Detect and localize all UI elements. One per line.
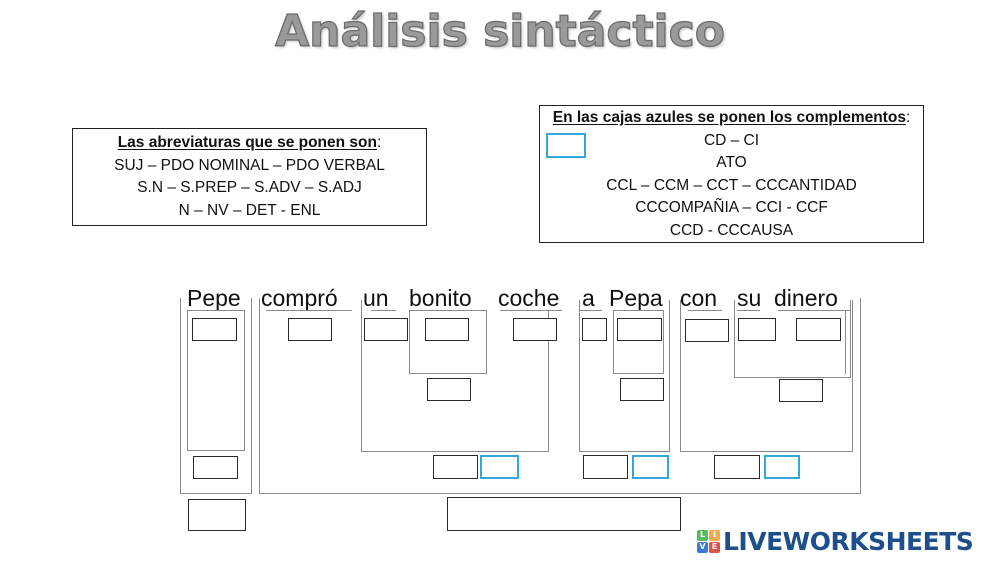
subject-outer-bracket xyxy=(180,298,252,494)
word-coche: coche xyxy=(498,285,560,311)
complements-box: En las cajas azules se ponen los complem… xyxy=(539,105,924,243)
answer-box-pepa[interactable] xyxy=(617,318,662,341)
word-a: a xyxy=(582,285,595,311)
answer-box-subject-sn[interactable] xyxy=(193,456,238,479)
answer-box-sadj-bonito[interactable] xyxy=(427,378,471,401)
underline-a xyxy=(580,310,602,311)
answer-box-dinero[interactable] xyxy=(796,318,841,341)
abbreviations-line: S.N – S.PREP – S.ADV – S.ADJ xyxy=(137,179,362,196)
complement-box-sprep-a-pepa[interactable] xyxy=(632,455,669,479)
answer-box-a[interactable] xyxy=(582,318,607,341)
complements-line: ATO xyxy=(716,154,747,171)
sn-pepa-bracket xyxy=(613,310,664,374)
liveworksheets-logo: L I V E LIVEWORKSHEETS xyxy=(697,526,974,556)
underline-compro xyxy=(266,310,352,311)
abbreviations-line: SUJ – PDO NOMINAL – PDO VERBAL xyxy=(114,156,385,174)
sprep-a-pepa-bracket xyxy=(579,300,670,452)
word-un: un xyxy=(363,285,389,311)
answer-box-pepe[interactable] xyxy=(192,318,237,341)
complement-box-sprep-con[interactable] xyxy=(764,455,800,479)
abbreviations-box: Las abreviaturas que se ponen son: SUJ –… xyxy=(72,128,427,226)
complements-line: CCL – CCM – CCT – CCCANTIDAD xyxy=(606,176,857,194)
subject-sn-bracket xyxy=(187,310,245,451)
live-tiles-icon: L I V E xyxy=(697,529,720,553)
tile-l: L xyxy=(697,529,708,541)
complements-line: CCCOMPAÑIA – CCI - CCF xyxy=(635,199,828,216)
complement-box-sn-coche[interactable] xyxy=(480,455,519,479)
answer-box-sn-coche[interactable] xyxy=(433,455,478,479)
answer-box-sn-su-dinero[interactable] xyxy=(779,379,823,402)
logo-text: LIVEWORKSHEETS xyxy=(723,526,974,556)
word-dinero: dinero xyxy=(774,285,838,311)
blue-sample-box xyxy=(546,133,586,158)
word-pepe: Pepe xyxy=(187,285,241,311)
underline-coche xyxy=(500,310,562,311)
word-bonito: bonito xyxy=(409,285,472,311)
word-su: su xyxy=(737,285,762,311)
answer-box-con[interactable] xyxy=(685,319,729,342)
underline-con xyxy=(688,310,722,311)
underline-dinero xyxy=(778,310,850,311)
answer-box-sn-pepa[interactable] xyxy=(620,378,664,401)
sadj-bonito-bracket xyxy=(409,310,487,374)
answer-box-un[interactable] xyxy=(364,318,408,341)
word-con: con xyxy=(680,285,718,311)
sn-su-dinero-inner-line xyxy=(845,310,846,374)
sn-su-dinero-bracket xyxy=(734,300,851,378)
tile-v: V xyxy=(697,541,708,553)
page-title: Análisis sintáctico xyxy=(274,5,725,57)
tile-i: I xyxy=(709,529,720,541)
complements-heading: En las cajas azules se ponen los complem… xyxy=(552,109,911,126)
sn-coche-bracket xyxy=(361,310,549,452)
word-compro: compró xyxy=(261,285,338,311)
abbreviations-line: N – NV – DET - ENL xyxy=(178,201,321,219)
answer-box-su[interactable] xyxy=(738,318,776,341)
answer-box-compro[interactable] xyxy=(288,318,332,341)
answer-box-subject[interactable] xyxy=(188,499,246,531)
complements-line: CD – CI xyxy=(703,131,760,149)
complements-line: CCD - CCCAUSA xyxy=(669,221,794,239)
abbreviations-heading: Las abreviaturas que se ponen son: xyxy=(117,134,382,151)
answer-box-sprep-con[interactable] xyxy=(714,455,760,479)
answer-box-coche[interactable] xyxy=(513,318,557,341)
underline-su xyxy=(737,310,760,311)
underline-un xyxy=(371,310,396,311)
answer-box-bonito[interactable] xyxy=(425,318,469,341)
word-pepa: Pepa xyxy=(609,285,663,311)
answer-box-sprep-a-pepa[interactable] xyxy=(583,455,628,479)
sprep-con-bracket xyxy=(680,300,853,452)
tile-e: E xyxy=(709,541,720,553)
answer-box-predicate[interactable] xyxy=(447,497,681,531)
predicate-bracket xyxy=(259,298,861,494)
